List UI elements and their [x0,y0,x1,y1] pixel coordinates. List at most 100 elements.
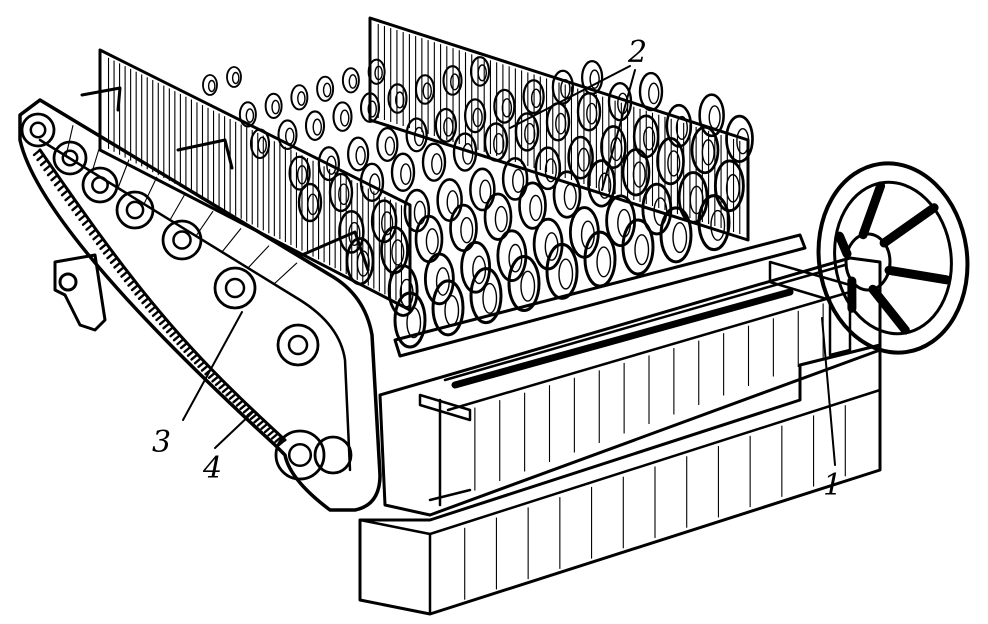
sprocket-hub [287,334,309,356]
roller [434,107,457,143]
roller [376,126,399,162]
chain-tooth [151,309,161,318]
roller [304,110,326,141]
roller-hub [348,74,358,89]
roller-hub [560,78,571,99]
roller [449,203,478,252]
roller-hub [710,209,726,241]
chain-tooth [127,279,136,287]
roller [264,92,283,119]
chain-tooth [239,402,248,411]
roller [567,135,594,180]
roller [316,75,335,102]
chain-tooth [256,419,266,427]
chain-line [38,148,287,442]
roller-hub [322,82,332,98]
chain-tooth [102,247,112,255]
roller-hub [413,126,425,147]
roller [545,242,579,300]
roller-hub [512,168,525,193]
roller-hub [675,115,688,140]
chain-housing [18,98,382,512]
roller-hub [524,122,536,145]
spoke [858,181,886,240]
sprocket [81,166,119,204]
roller-hub [312,118,323,136]
chain-tooth [274,435,283,443]
chain-tooth [260,422,269,430]
chain-tooth [169,330,178,338]
sprocket-hub [61,149,79,167]
chain-tooth [134,288,143,296]
roller-hub [701,139,715,166]
roller [621,218,655,276]
chain-tooth [60,188,70,197]
roller [518,181,547,230]
sprocket [274,429,326,481]
chain-tooth [120,270,129,278]
roller [347,136,370,172]
roller [414,74,436,105]
chain-tooth [218,382,227,390]
sprocket [115,190,155,230]
chain-tooth [183,345,192,354]
roller [442,65,463,96]
hatch-line [273,262,298,285]
roller-hub [271,99,280,115]
chain-tooth [179,341,189,350]
chain-tooth [32,148,42,157]
spoke [835,231,852,259]
roller [656,137,685,186]
base-block [358,343,882,616]
roller-hub [708,105,721,130]
roller-hub [285,127,295,145]
hatch-line [221,228,242,253]
chain-tooth [232,395,241,404]
chain-tooth [225,389,234,397]
roller-hub [634,234,650,266]
chain-tooth [270,432,280,440]
chain-tooth [263,425,273,434]
label-rollers: 2 [627,35,647,70]
label-chain: 4 [202,451,222,486]
roller-hub [494,205,508,233]
roller-hub [577,147,590,172]
sprocket-hub [125,200,145,220]
spoke [868,284,910,335]
sprocket-hub [287,442,313,468]
roller [238,101,257,128]
chain-tooth [95,237,105,246]
chain-tooth [214,378,224,387]
roller-hub [391,239,405,266]
leader-lines [182,65,836,466]
flywheel-spokes [835,181,951,335]
roller [341,67,360,94]
chain-tooth [228,392,238,400]
sprocket-hub [29,121,47,139]
roller-hub [501,98,513,118]
chain-tooth [165,326,175,334]
spoke [879,203,939,248]
roller [469,56,491,87]
chain-tooth [39,158,49,167]
roller-hub [589,69,600,89]
chain-tooth [116,265,126,274]
hatch-line [169,193,186,221]
roller [483,192,513,241]
roller-hub [297,91,306,106]
chain-tooth [81,218,91,226]
chain-tooth [211,375,220,383]
roller-hub [425,228,439,255]
roller-hub [400,163,412,185]
chain-tooth [74,208,84,217]
label-frame: 1 [823,468,842,503]
hatch-line [143,176,158,205]
roller-hub [462,143,474,165]
roller-hub [374,65,383,81]
front-side-wall [80,48,412,312]
frame-hatching [474,303,824,491]
sprocket-hub [172,230,192,250]
hatch-line [117,159,130,189]
chain-tooth [46,168,56,177]
